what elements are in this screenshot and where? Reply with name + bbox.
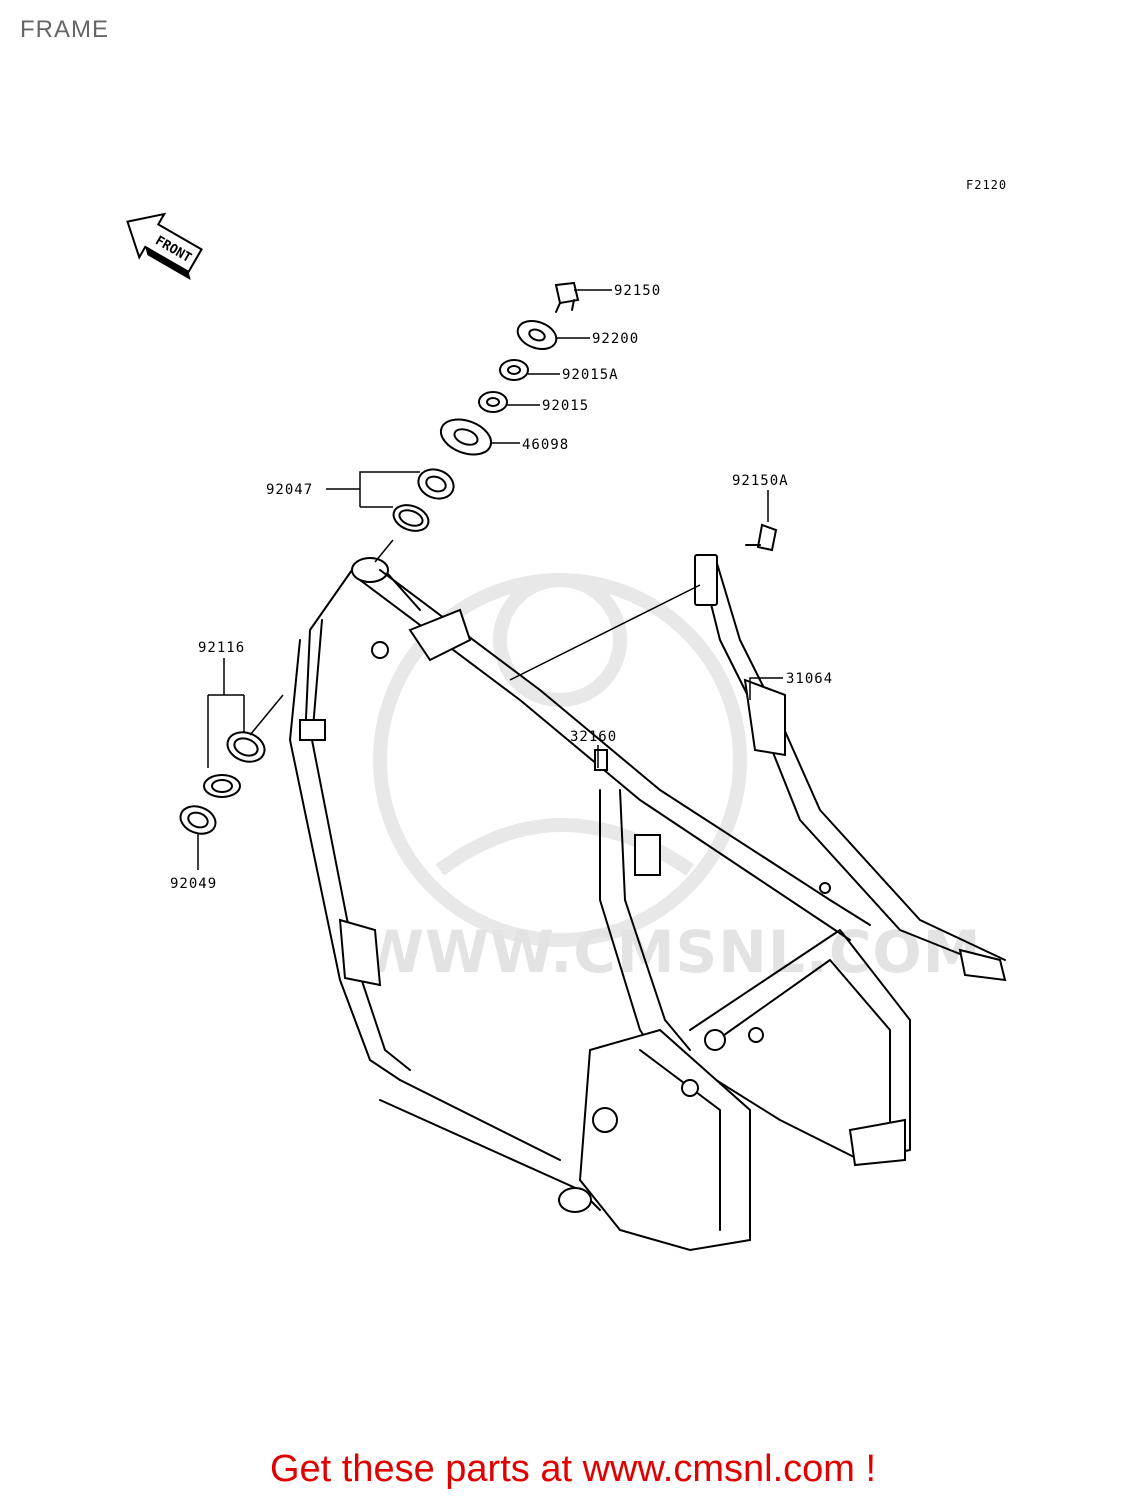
label-92047: 92047 [266, 482, 313, 498]
label-92116: 92116 [198, 640, 245, 656]
watermark-text: WWW.CMSNL.COM [360, 918, 981, 986]
footer-link[interactable]: Get these parts at www.cmsnl.com ! [269, 1448, 877, 1490]
diagram-code: F2120 [966, 178, 1008, 192]
watermark-logo: WWW.CMSNL.COM [360, 573, 981, 986]
label-32160: 32160 [570, 729, 617, 745]
label-31064: 31064 [786, 671, 833, 687]
label-92049: 92049 [170, 876, 217, 892]
label-92015a: 92015A [562, 367, 619, 383]
label-46098: 46098 [522, 437, 569, 453]
frame-body [289, 554, 1007, 1252]
label-92150a: 92150A [732, 473, 789, 489]
leader-lines [197, 289, 783, 870]
front-arrow-icon: FRONT [126, 212, 203, 281]
label-92150: 92150 [614, 283, 661, 299]
page-title: FRAME [20, 16, 109, 43]
bolt-92150a [745, 523, 778, 552]
frame-diagram: WWW.CMSNL.COM FRONT [126, 212, 1007, 1252]
label-92015: 92015 [542, 398, 589, 414]
label-92200: 92200 [592, 331, 639, 347]
bolt-92150 [554, 281, 580, 313]
